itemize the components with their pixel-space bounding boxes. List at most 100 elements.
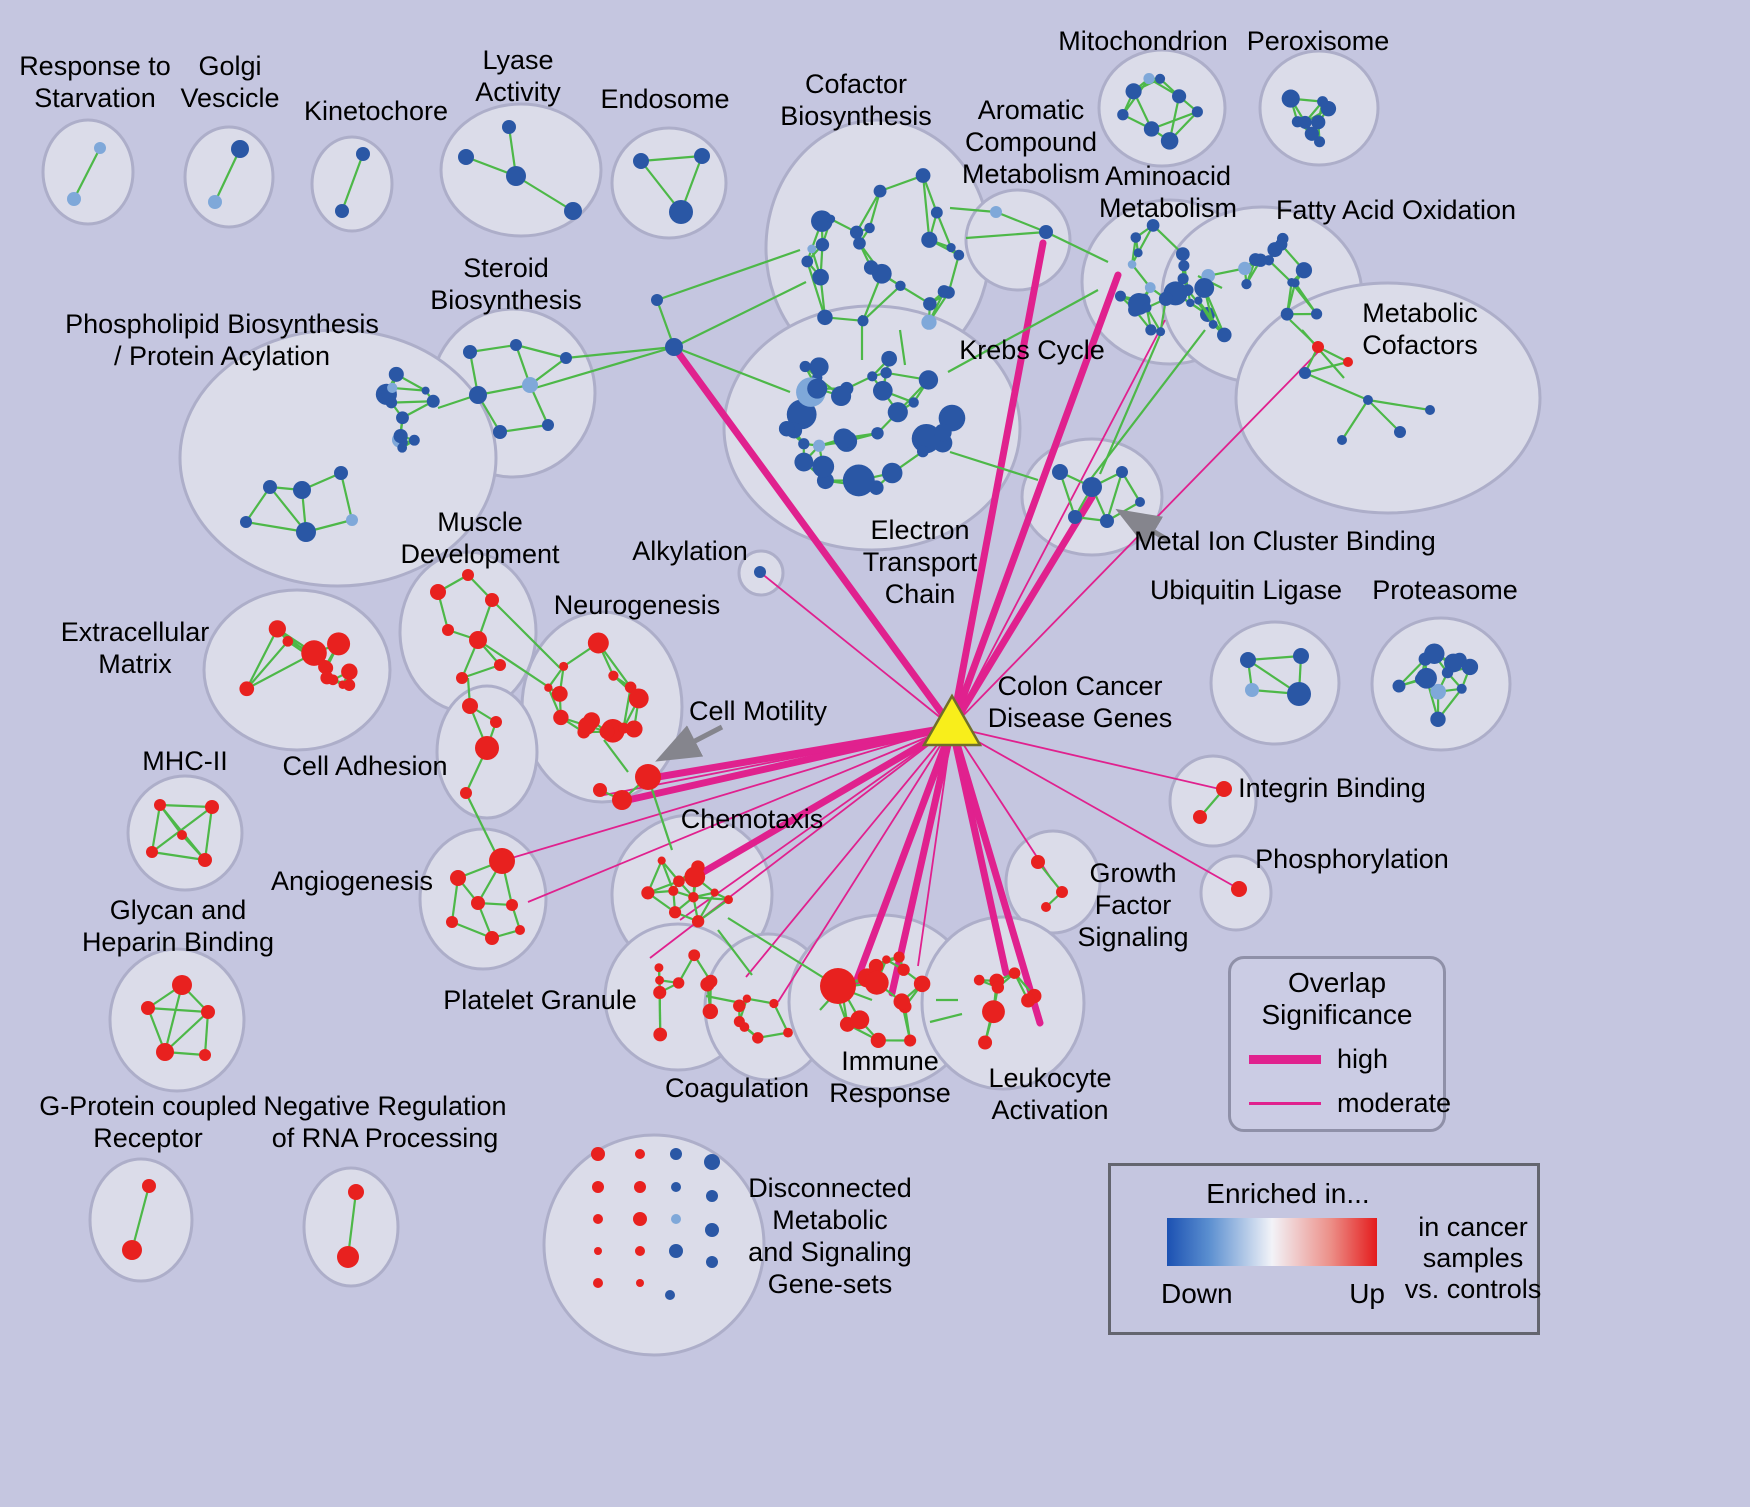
cluster-krebs-etc (778, 350, 966, 497)
gene-set-node (913, 975, 931, 993)
gene-set-node (688, 949, 701, 962)
gene-set-edge (697, 898, 730, 923)
gene-set-node (231, 140, 249, 158)
gene-set-node (873, 184, 887, 198)
cluster-response-starvation (67, 142, 106, 206)
gene-set-edge (727, 917, 825, 979)
gene-set-node (1245, 683, 1259, 697)
gene-set-node (1287, 682, 1311, 706)
gene-set-node (592, 1181, 604, 1193)
cluster-mhc-ii (146, 799, 219, 867)
cluster-disconnected-gene-sets (591, 1147, 720, 1300)
gene-set-edge (772, 1003, 789, 1034)
gene-set-node (594, 1247, 602, 1255)
gene-set-node (911, 423, 941, 454)
gene-set-node (670, 1148, 682, 1160)
gene-set-edge (673, 281, 807, 348)
gene-set-node (1052, 464, 1068, 480)
gene-set-node (706, 1190, 718, 1202)
gene-set-node (156, 1043, 174, 1061)
gene-set-node (897, 963, 910, 976)
down-label: Down (1161, 1278, 1233, 1309)
label-proteasome: Proteasome (1372, 575, 1518, 605)
gene-set-edge (947, 254, 960, 293)
gene-set-node (811, 210, 833, 232)
gene-set-edge (1367, 398, 1431, 412)
gene-set-node (953, 249, 965, 261)
gene-set-node (1158, 291, 1174, 306)
gene-set-node (1193, 810, 1207, 824)
cluster-coagulation (733, 994, 793, 1044)
gene-set-node (628, 688, 649, 709)
overlap-edge-high (948, 493, 1096, 731)
gene-set-node (522, 377, 538, 393)
gene-set-node (1441, 666, 1454, 679)
gene-set-node (895, 280, 906, 292)
gene-set-node (1143, 121, 1160, 137)
gene-set-node (665, 1290, 675, 1300)
gene-set-node (633, 1212, 647, 1226)
cluster-negative-regulation-rna (337, 1184, 364, 1268)
gene-set-node (199, 1049, 211, 1061)
label-alkylation: Alkylation (632, 536, 748, 566)
gene-set-node (1275, 238, 1288, 251)
label-integrin-binding: Integrin Binding (1238, 773, 1426, 803)
gene-set-edge (491, 599, 561, 669)
gene-set-node (1295, 262, 1313, 279)
gene-set-node (937, 285, 951, 298)
annotation-arrow (1115, 508, 1170, 547)
overlap-edge-moderate (951, 319, 1166, 728)
gene-set-node (710, 888, 719, 897)
gene-set-node (1416, 667, 1437, 689)
enrichment-note-line1: in cancer (1418, 1212, 1528, 1242)
gene-set-node (754, 566, 766, 578)
gene-set-edge (151, 850, 206, 862)
gene-set-node (462, 569, 474, 581)
cluster-aromatic-compound-metabolism (990, 206, 1053, 239)
gene-set-node (1394, 426, 1406, 438)
gene-set-node (1337, 435, 1347, 445)
gene-set-edge (499, 423, 549, 434)
gene-set-node (1281, 89, 1300, 108)
enrichment-axis-labels: Down Up (1161, 1278, 1385, 1310)
gene-set-node (1299, 367, 1311, 379)
gene-set-node (850, 1010, 870, 1030)
gene-set-node (853, 236, 866, 250)
gene-set-node (208, 195, 222, 209)
gene-set-node (343, 679, 356, 692)
gene-set-node (706, 1256, 718, 1268)
gene-set-node (815, 238, 830, 252)
gene-set-node (809, 357, 829, 377)
annotation-arrow (655, 724, 724, 762)
gene-set-edge (392, 386, 426, 392)
gene-set-node (1160, 132, 1179, 150)
enrichment-note: in cancer samples vs. controls (1403, 1212, 1543, 1305)
gene-set-edge (469, 343, 517, 354)
gene-set-node (694, 148, 710, 164)
gene-set-node (918, 370, 939, 390)
gene-set-node (669, 200, 693, 224)
gene-set-node (915, 168, 931, 183)
gene-set-edge (603, 739, 629, 773)
gene-set-edge (898, 329, 907, 366)
gene-set-node (657, 856, 666, 865)
overlap-edge-high (852, 723, 956, 986)
gene-set-edge (1247, 654, 1302, 662)
cluster-ellipse-endosome (610, 126, 728, 240)
gene-set-node (691, 915, 705, 928)
gene-set-edge (515, 343, 567, 360)
label-krebs-cycle: Krebs Cycle (959, 335, 1105, 365)
cluster-phospholipid-tail (240, 466, 358, 542)
gene-set-node (655, 975, 665, 985)
label-angiogenesis: Angiogenesis (271, 866, 433, 896)
gene-set-node (1135, 497, 1145, 507)
gene-set-node (1314, 136, 1326, 148)
cluster-ellipse-phospholipid-biosynthesis (178, 328, 498, 588)
gene-set-node (1194, 296, 1203, 305)
gene-set-node (1125, 83, 1142, 100)
gene-set-node (564, 202, 582, 220)
